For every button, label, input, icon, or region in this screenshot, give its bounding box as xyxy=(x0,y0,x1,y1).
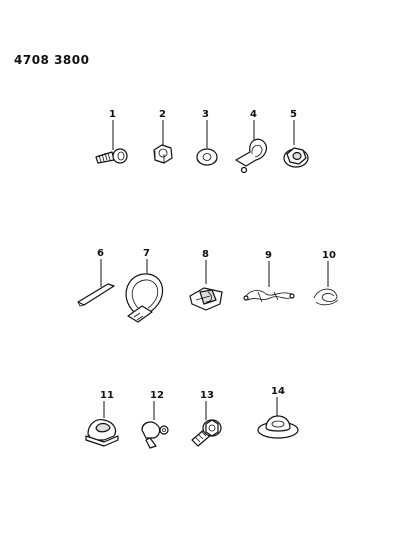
part-14-plug-cap xyxy=(257,415,299,439)
callout-number-12: 12 xyxy=(150,390,164,401)
callout-number-8: 8 xyxy=(202,249,209,260)
callout-number-4: 4 xyxy=(250,109,257,120)
callout-number-3: 3 xyxy=(202,109,209,120)
callout-9[interactable]: 9 xyxy=(265,250,272,287)
callout-13[interactable]: 13 xyxy=(200,390,214,420)
callout-14[interactable]: 14 xyxy=(271,386,285,416)
callout-number-14: 14 xyxy=(271,386,285,397)
part-12-push-clip xyxy=(141,421,169,449)
part-7-cable-tie xyxy=(125,273,164,323)
callout-8[interactable]: 8 xyxy=(202,249,209,284)
callout-number-13: 13 xyxy=(200,390,214,401)
callout-1[interactable]: 1 xyxy=(109,109,116,150)
reference-code: 4708 3800 xyxy=(14,53,89,67)
callout-number-5: 5 xyxy=(290,109,297,120)
callout-6[interactable]: 6 xyxy=(97,248,104,287)
part-8-clip xyxy=(189,287,223,311)
callout-number-6: 6 xyxy=(97,248,104,259)
callout-7[interactable]: 7 xyxy=(143,248,150,273)
callout-number-9: 9 xyxy=(265,250,272,261)
callout-12[interactable]: 12 xyxy=(150,390,164,420)
part-4-clamp xyxy=(235,138,268,174)
part-2-nut xyxy=(153,144,173,164)
part-6-strap xyxy=(77,283,115,307)
callout-11[interactable]: 11 xyxy=(100,390,114,418)
part-11-grommet-clip xyxy=(85,419,119,447)
callout-number-10: 10 xyxy=(322,250,336,261)
part-1-screw xyxy=(95,148,128,164)
callout-10[interactable]: 10 xyxy=(322,250,336,287)
callout-3[interactable]: 3 xyxy=(202,109,209,148)
callout-number-1: 1 xyxy=(109,109,116,120)
part-9-wire-clip xyxy=(243,290,295,303)
callout-number-7: 7 xyxy=(143,248,150,259)
part-3-washer xyxy=(196,148,218,166)
callout-2[interactable]: 2 xyxy=(159,109,166,146)
part-5-flange-nut xyxy=(283,147,309,168)
part-10-spring-clip xyxy=(313,288,339,306)
callout-number-11: 11 xyxy=(100,390,114,401)
part-13-washer-screw xyxy=(191,419,222,447)
callout-number-2: 2 xyxy=(159,109,166,120)
callout-5[interactable]: 5 xyxy=(290,109,297,145)
callout-4[interactable]: 4 xyxy=(250,109,257,142)
